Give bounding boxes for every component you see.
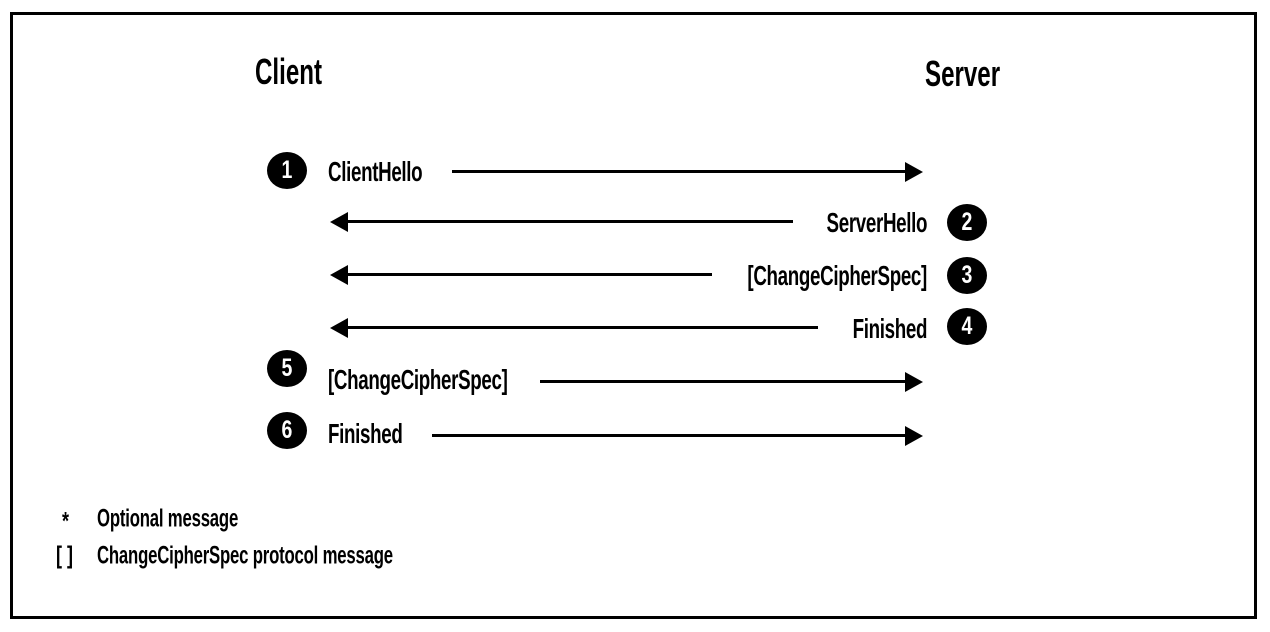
message-label: ClientHello (328, 156, 423, 187)
message-label: Finished (328, 418, 403, 449)
number-badge: 4 (947, 308, 987, 345)
arrowhead-left-icon (330, 212, 348, 232)
badge-number: 6 (281, 416, 293, 444)
number-badge: 3 (947, 257, 987, 294)
badge-number: 4 (961, 312, 973, 340)
number-badge: 2 (947, 204, 987, 241)
message-arrow-line (347, 326, 818, 329)
diagram-frame (10, 12, 1257, 619)
badge-number: 3 (961, 261, 973, 289)
arrowhead-right-icon (905, 426, 923, 446)
message-label: [ChangeCipherSpec] (328, 364, 508, 395)
message-label: [ChangeCipherSpec] (747, 260, 927, 291)
server-column-title: Server (925, 53, 1001, 94)
legend-text: Optional message (97, 504, 239, 533)
message-arrow-line (452, 170, 907, 173)
badge-number: 1 (281, 156, 293, 184)
legend-text: ChangeCipherSpec protocol message (97, 541, 393, 570)
number-badge: 6 (267, 412, 307, 449)
legend-symbol: * (62, 507, 70, 536)
badge-number: 2 (961, 208, 973, 236)
badge-number: 5 (281, 354, 293, 382)
message-arrow-line (347, 220, 793, 223)
message-arrow-line (432, 434, 907, 437)
client-column-title: Client (255, 51, 323, 92)
arrowhead-right-icon (905, 372, 923, 392)
message-label: ServerHello (826, 207, 927, 238)
arrowhead-left-icon (330, 318, 348, 338)
arrowhead-left-icon (330, 265, 348, 285)
message-arrow-line (347, 273, 712, 276)
number-badge: 5 (267, 350, 307, 387)
message-arrow-line (540, 380, 907, 383)
arrowhead-right-icon (905, 162, 923, 182)
number-badge: 1 (267, 152, 307, 189)
legend-symbol: [ ] (56, 541, 73, 570)
message-label: Finished (852, 313, 928, 344)
